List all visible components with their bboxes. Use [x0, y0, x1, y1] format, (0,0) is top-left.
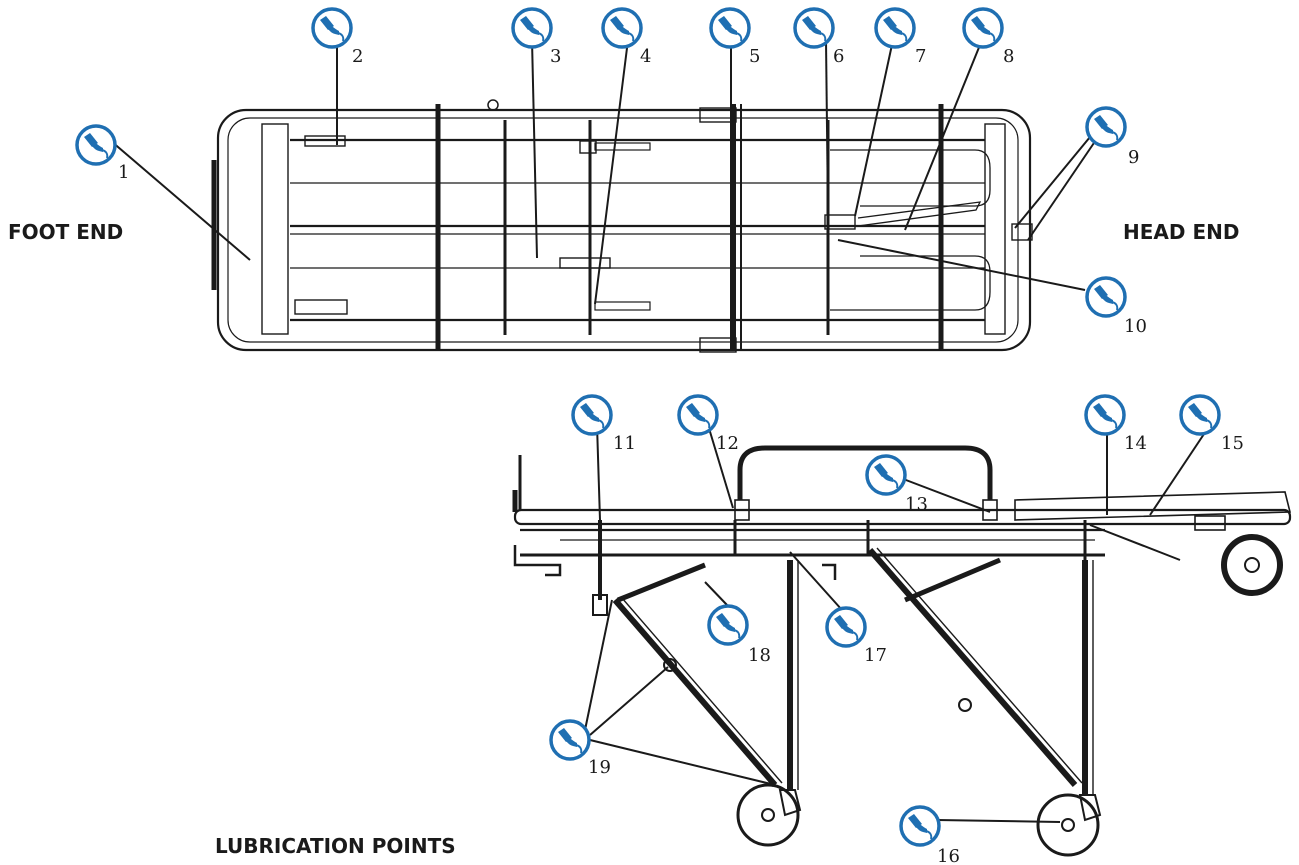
oil-can-icon — [1084, 394, 1126, 436]
oil-can-icon — [601, 7, 643, 49]
point-number: 4 — [640, 46, 651, 67]
lubrication-points-title: LUBRICATION POINTS — [215, 834, 456, 858]
point-number: 10 — [1124, 316, 1147, 337]
point-number: 6 — [833, 46, 844, 67]
leader-lines — [103, 39, 1211, 823]
oil-can-icon — [511, 7, 553, 49]
oil-can-icon — [962, 7, 1004, 49]
foot-end-label: FOOT END — [8, 220, 124, 244]
head-end-label: HEAD END — [1123, 220, 1240, 244]
point-number: 13 — [905, 494, 928, 515]
point-number: 3 — [550, 46, 561, 67]
point-number: 18 — [748, 645, 771, 666]
point-number: 12 — [716, 433, 739, 454]
point-number: 2 — [352, 46, 363, 67]
oil-can-icon — [899, 805, 941, 847]
oil-can-icon — [874, 7, 916, 49]
point-number: 14 — [1124, 433, 1147, 454]
oil-can-icon — [865, 454, 907, 496]
oil-can-icon — [707, 604, 749, 646]
point-number: 15 — [1221, 433, 1244, 454]
oil-can-icon — [75, 124, 117, 166]
point-number: 8 — [1003, 46, 1014, 67]
oil-can-icon — [549, 719, 591, 761]
oil-can-icon — [793, 7, 835, 49]
point-number: 9 — [1128, 147, 1139, 168]
oil-can-icon — [1179, 394, 1221, 436]
point-number: 7 — [915, 46, 926, 67]
oil-can-icon — [311, 7, 353, 49]
oil-can-icon — [825, 606, 867, 648]
stretcher-side-view — [512, 445, 1292, 857]
stretcher-top-view — [211, 99, 1033, 353]
oil-can-icon — [1085, 276, 1127, 318]
oil-can-icon — [571, 394, 613, 436]
oil-can-icon — [677, 394, 719, 436]
point-number: 1 — [118, 162, 129, 183]
oil-can-icon — [709, 7, 751, 49]
point-number: 17 — [864, 645, 887, 666]
point-numbers: 1 2 3 4 5 6 7 8 9 10 11 12 13 14 15 16 1… — [118, 46, 1244, 865]
point-number: 5 — [749, 46, 760, 67]
point-number: 19 — [588, 757, 611, 778]
oil-can-icon — [1085, 106, 1127, 148]
point-number: 16 — [937, 846, 960, 865]
oil-can-markers — [75, 7, 1221, 847]
point-number: 11 — [613, 433, 636, 454]
